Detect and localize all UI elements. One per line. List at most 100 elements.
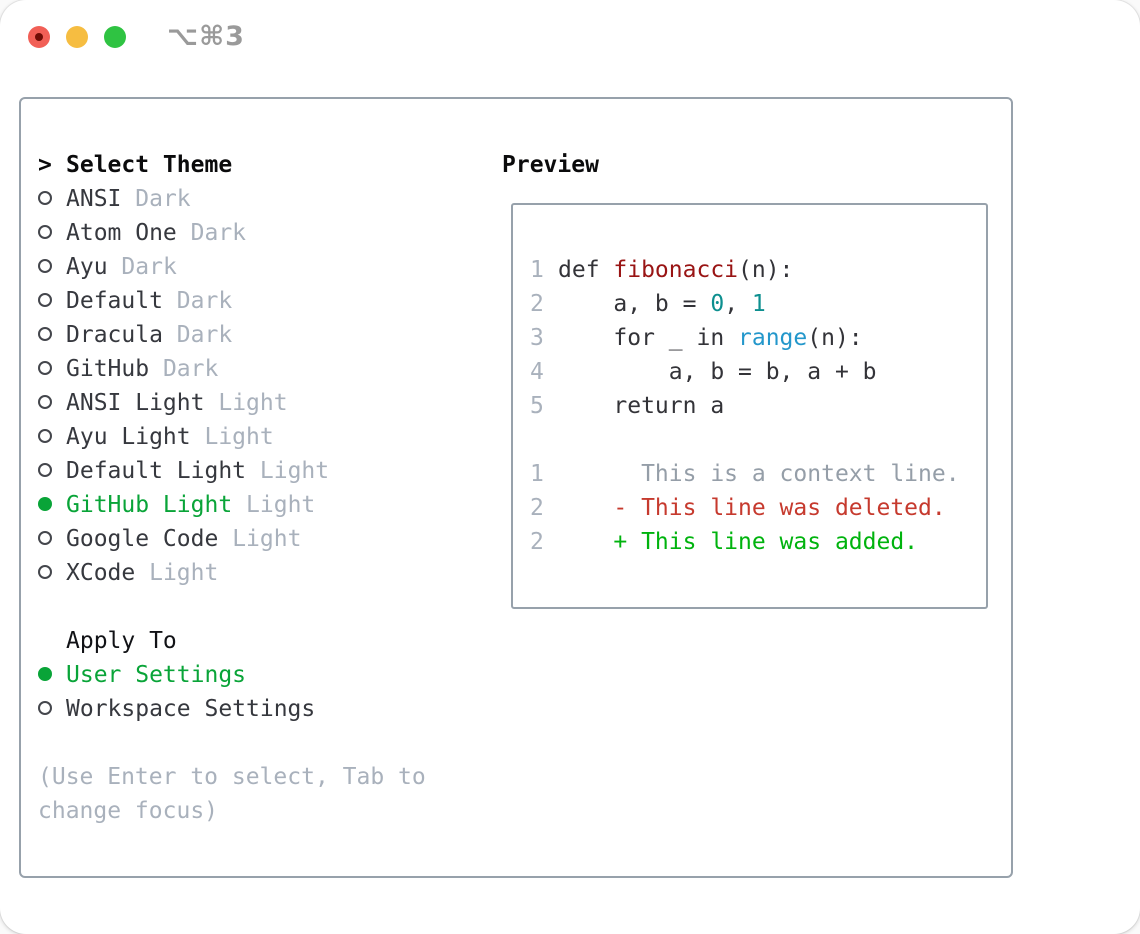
filled-circle-icon	[38, 496, 52, 511]
theme-option-ansi[interactable]: ANSI Dark	[38, 182, 426, 216]
theme-name: GitHub Light	[66, 492, 233, 518]
theme-name: ANSI Light	[66, 390, 205, 416]
theme-option-github[interactable]: GitHub Dark	[38, 352, 426, 386]
spacer	[38, 590, 426, 624]
theme-variant: Light	[232, 526, 302, 552]
theme-variant: Dark	[162, 356, 219, 382]
line-number: 3	[530, 325, 544, 351]
theme-name: Google Code	[66, 526, 219, 552]
theme-name: Atom One	[66, 220, 177, 246]
code-token: 0	[710, 291, 725, 317]
zoom-button[interactable]	[104, 26, 126, 48]
line-number: 1	[530, 461, 544, 487]
code-token: a, b =	[558, 291, 711, 317]
code-token: return a	[558, 393, 725, 419]
radio-unselected-icon	[38, 318, 66, 352]
theme-option-atom-one[interactable]: Atom One Dark	[38, 216, 426, 250]
radio-unselected-icon	[38, 522, 66, 556]
line-number: 5	[530, 393, 544, 419]
help-text: (Use Enter to select, Tab to change focus…	[38, 760, 426, 828]
theme-option-dracula[interactable]: Dracula Dark	[38, 318, 426, 352]
code-token: a, b = b, a + b	[558, 359, 877, 385]
outline-circle-icon	[38, 564, 52, 579]
apply-option-label: User Settings	[66, 662, 247, 688]
line-number: 2	[530, 495, 544, 521]
theme-option-xcode[interactable]: XCode Light	[38, 556, 426, 590]
theme-option-ayu[interactable]: Ayu Dark	[38, 250, 426, 284]
apply-option-user-settings[interactable]: User Settings	[38, 658, 426, 692]
close-button[interactable]	[28, 26, 50, 48]
code-line: 4 a, b = b, a + b	[530, 355, 986, 389]
theme-name: Ayu Light	[66, 424, 191, 450]
help-line: (Use Enter to select, Tab to	[38, 764, 426, 790]
apply-option-label: Workspace Settings	[66, 696, 316, 722]
line-number: 2	[530, 291, 544, 317]
outline-circle-icon	[38, 258, 52, 273]
line-number: 1	[530, 257, 544, 283]
theme-name: GitHub	[66, 356, 150, 382]
radio-unselected-icon	[38, 692, 66, 726]
outline-circle-icon	[38, 292, 52, 307]
theme-variant: Light	[149, 560, 219, 586]
diff-line-context: 1 This is a context line.	[530, 457, 986, 491]
theme-variant: Light	[259, 458, 330, 484]
outline-circle-icon	[38, 190, 52, 205]
theme-option-default[interactable]: Default Dark	[38, 284, 426, 318]
theme-option-github-light[interactable]: GitHub Light Light	[38, 488, 426, 522]
theme-variant: Light	[218, 390, 288, 416]
outline-circle-icon	[38, 530, 52, 545]
radio-unselected-icon	[38, 182, 66, 216]
diff-preview: 1 This is a context line. 2 - This line w…	[530, 457, 986, 559]
code-line: 2 a, b = 0, 1	[530, 287, 986, 321]
theme-option-default-light[interactable]: Default Light Light	[38, 454, 426, 488]
apply-to-title: Apply To	[66, 628, 177, 654]
outline-circle-icon	[38, 394, 52, 409]
radio-unselected-icon	[38, 216, 66, 250]
theme-name: ANSI	[66, 186, 122, 212]
theme-variant: Dark	[190, 220, 247, 246]
apply-option-workspace-settings[interactable]: Workspace Settings	[38, 692, 426, 726]
help-line: change focus)	[38, 798, 219, 824]
radio-unselected-icon	[38, 284, 66, 318]
theme-option-google-code[interactable]: Google Code Light	[38, 522, 426, 556]
theme-option-ayu-light[interactable]: Ayu Light Light	[38, 420, 426, 454]
code-line: 3 for _ in range(n):	[530, 321, 986, 355]
theme-name: Default	[66, 288, 163, 314]
radio-unselected-icon	[38, 352, 66, 386]
code-token: def	[558, 257, 614, 283]
outline-circle-icon	[38, 462, 52, 477]
theme-variant: Dark	[121, 254, 177, 280]
window-title-shortcut: ⌥⌘3	[167, 21, 245, 52]
outline-circle-icon	[38, 428, 52, 443]
code-token: for _ in	[558, 325, 739, 351]
theme-variant: Dark	[176, 288, 233, 314]
diff-text: This is a context line.	[558, 461, 960, 487]
diff-text: - This line was deleted.	[558, 495, 946, 521]
selection-prompt-icon: >	[38, 152, 52, 178]
code-token: fibonacci	[613, 257, 739, 283]
apply-to-header: Apply To	[38, 624, 426, 658]
minimize-button[interactable]	[66, 26, 88, 48]
theme-option-ansi-light[interactable]: ANSI Light Light	[38, 386, 426, 420]
select-theme-header: >Select Theme	[38, 148, 426, 182]
spacer	[38, 726, 426, 760]
preview-title: Preview	[502, 152, 599, 178]
radio-unselected-icon	[38, 556, 66, 590]
filled-circle-icon	[38, 666, 52, 681]
theme-variant: Light	[246, 492, 316, 518]
theme-name: XCode	[66, 560, 136, 586]
theme-variant: Dark	[135, 186, 191, 212]
outline-circle-icon	[38, 700, 52, 715]
radio-unselected-icon	[38, 250, 66, 284]
outline-circle-icon	[38, 326, 52, 341]
titlebar: ⌥⌘3	[0, 0, 1140, 74]
code-token: (n):	[807, 325, 863, 351]
theme-variant: Light	[204, 424, 274, 450]
